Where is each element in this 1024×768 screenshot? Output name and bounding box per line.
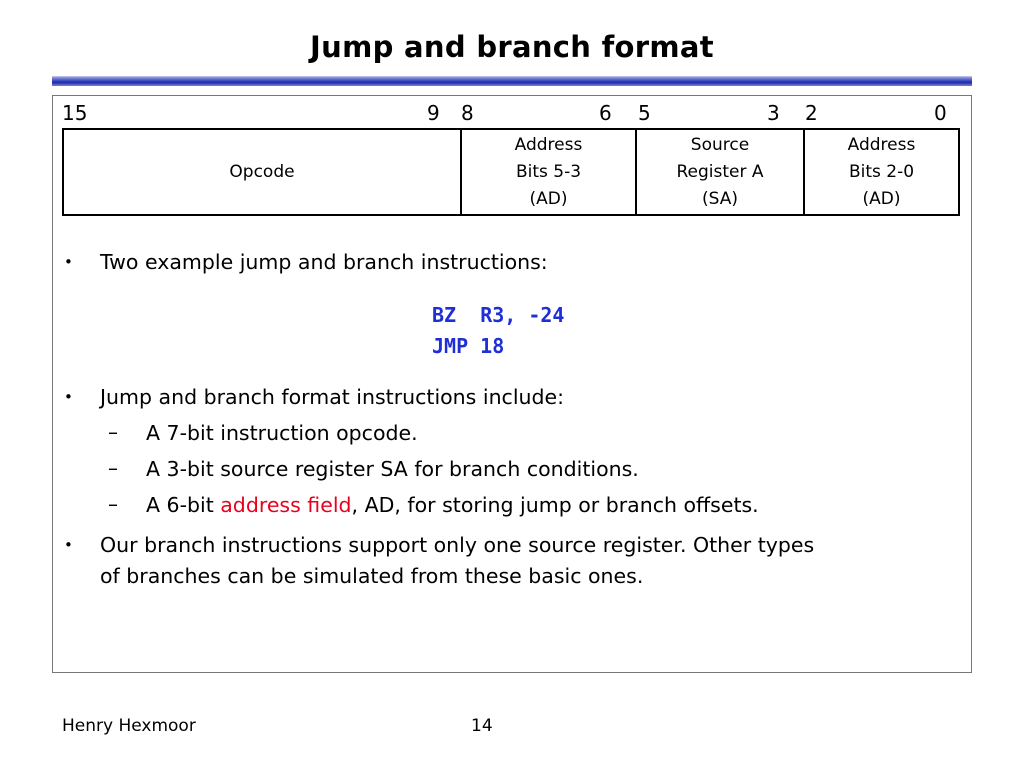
title-underline [52,76,972,86]
sub-bullet-address-field: A 6-bit address field, AD, for storing j… [146,493,759,517]
bit-number-0: 0 [934,101,947,125]
sub3-suffix: , AD, for storing jump or branch offsets… [351,493,759,517]
bullet-examples: Two example jump and branch instructions… [100,250,548,274]
content-frame [52,95,972,673]
field-source-register-line2: Register A [676,161,764,182]
field-opcode: Opcode [64,130,462,214]
address-field-highlight: address field [220,493,352,517]
field-source-register-line3: (SA) [701,188,738,209]
footer-author: Henry Hexmoor [62,716,196,736]
bit-number-15: 15 [62,101,88,125]
dash-icon: – [108,456,118,480]
field-address-low-line3: (AD) [862,188,901,209]
bit-number-8: 8 [461,101,474,125]
bullet-icon: • [64,388,73,406]
bullet-icon: • [64,536,73,554]
slide-title: Jump and branch format [310,30,714,64]
field-source-register-line1: Source [690,134,750,155]
dash-icon: – [108,492,118,516]
bullet-one-source-line1: Our branch instructions support only one… [100,533,815,557]
field-address-low: Address Bits 2-0 (AD) [805,130,958,214]
field-source-register: Source Register A (SA) [637,130,805,214]
footer-page-number: 14 [471,716,493,736]
instruction-format-table: Opcode Address Bits 5-3 (AD) Source Regi… [62,128,960,216]
field-address-high-line1: Address [514,134,583,155]
dash-icon: – [108,420,118,444]
sub-bullet-opcode: A 7-bit instruction opcode. [146,421,418,445]
field-address-low-line2: Bits 2-0 [848,161,915,182]
bit-number-6: 6 [599,101,612,125]
bullet-one-source-line2: of branches can be simulated from these … [100,564,644,588]
code-args-bz: R3, -24 [480,303,565,327]
bit-number-9: 9 [427,101,440,125]
code-op-jmp: JMP [432,334,469,358]
code-args-jmp: 18 [480,334,505,358]
bit-number-2: 2 [805,101,818,125]
field-address-high: Address Bits 5-3 (AD) [462,130,637,214]
field-address-low-line1: Address [847,134,916,155]
bullet-format-includes: Jump and branch format instructions incl… [100,385,565,409]
sub3-prefix: A 6-bit [146,493,221,517]
bullet-icon: • [64,253,73,271]
code-op-bz: BZ [432,303,457,327]
bit-number-3: 3 [767,101,780,125]
sub-bullet-source-register: A 3-bit source register SA for branch co… [146,457,639,481]
code-line-bz: BZ R3, -24 [432,303,564,327]
field-address-high-line2: Bits 5-3 [515,161,582,182]
bit-number-5: 5 [638,101,651,125]
field-address-high-line3: (AD) [529,188,568,209]
field-opcode-label: Opcode [229,161,295,182]
code-line-jmp: JMP 18 [432,334,504,358]
